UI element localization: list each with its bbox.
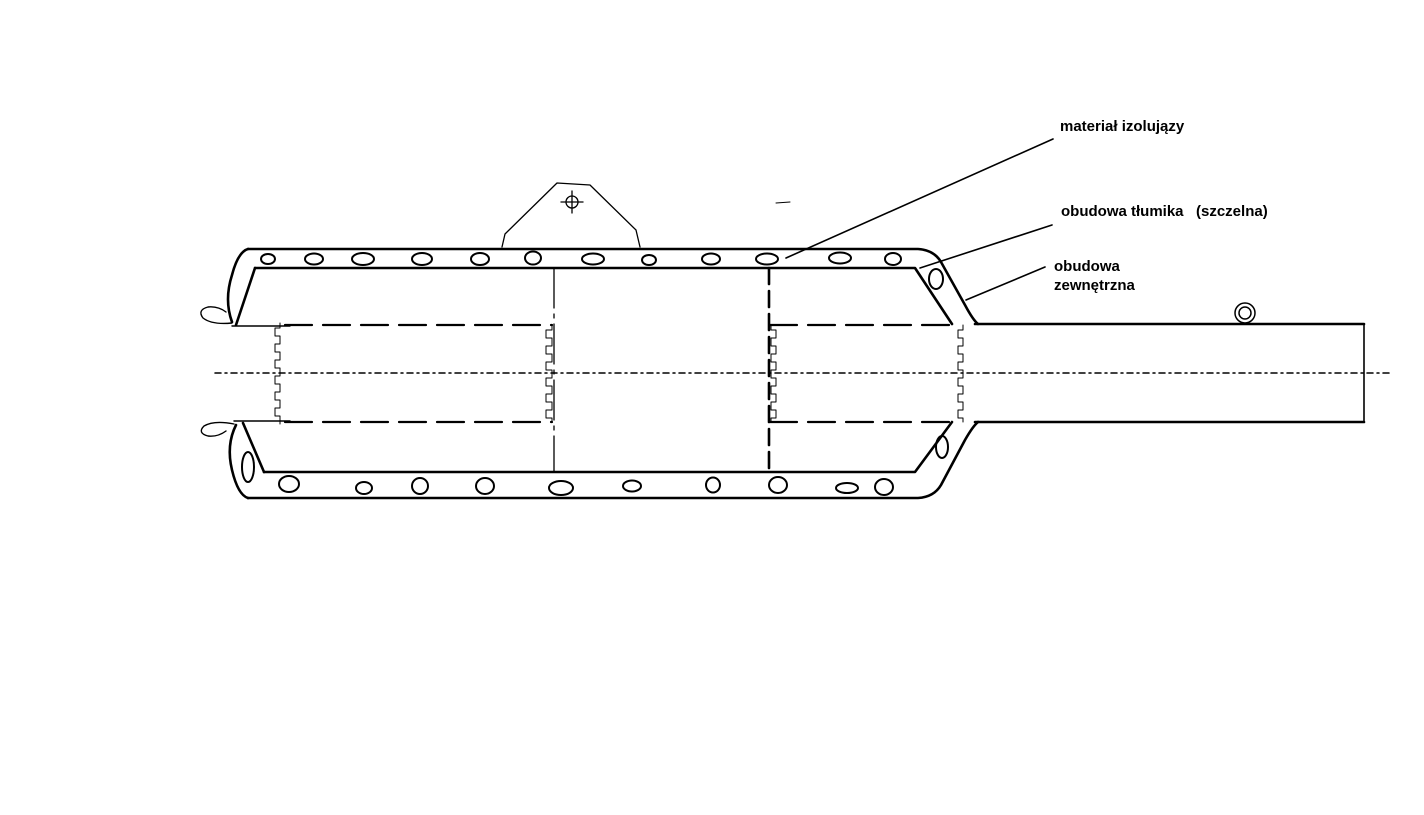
serrated-pipe-ends: [274, 322, 964, 425]
label-outer-casing-line1: obudowa: [1054, 258, 1120, 275]
label-insulation-material: materiał izolujązy: [1060, 118, 1185, 135]
mounting-bracket: [501, 182, 791, 248]
label-outer-casing-line2: zewnętrzna: [1054, 277, 1135, 294]
inlet-pipe: [200, 306, 291, 437]
label-leader-lines: [785, 138, 1054, 301]
leader-outer-casing: [965, 266, 1046, 301]
outlet-pipe: [973, 302, 1366, 424]
label-silencer-casing: obudowa tłumika (szczelna): [1061, 203, 1268, 220]
leader-insulation: [785, 138, 1054, 259]
perforated-inner-pipes: [283, 323, 952, 424]
insulation-material: [241, 250, 949, 496]
chamber-partitions: [553, 266, 771, 474]
silencer-casing: [234, 266, 954, 474]
leader-silencer-casing: [919, 224, 1053, 269]
